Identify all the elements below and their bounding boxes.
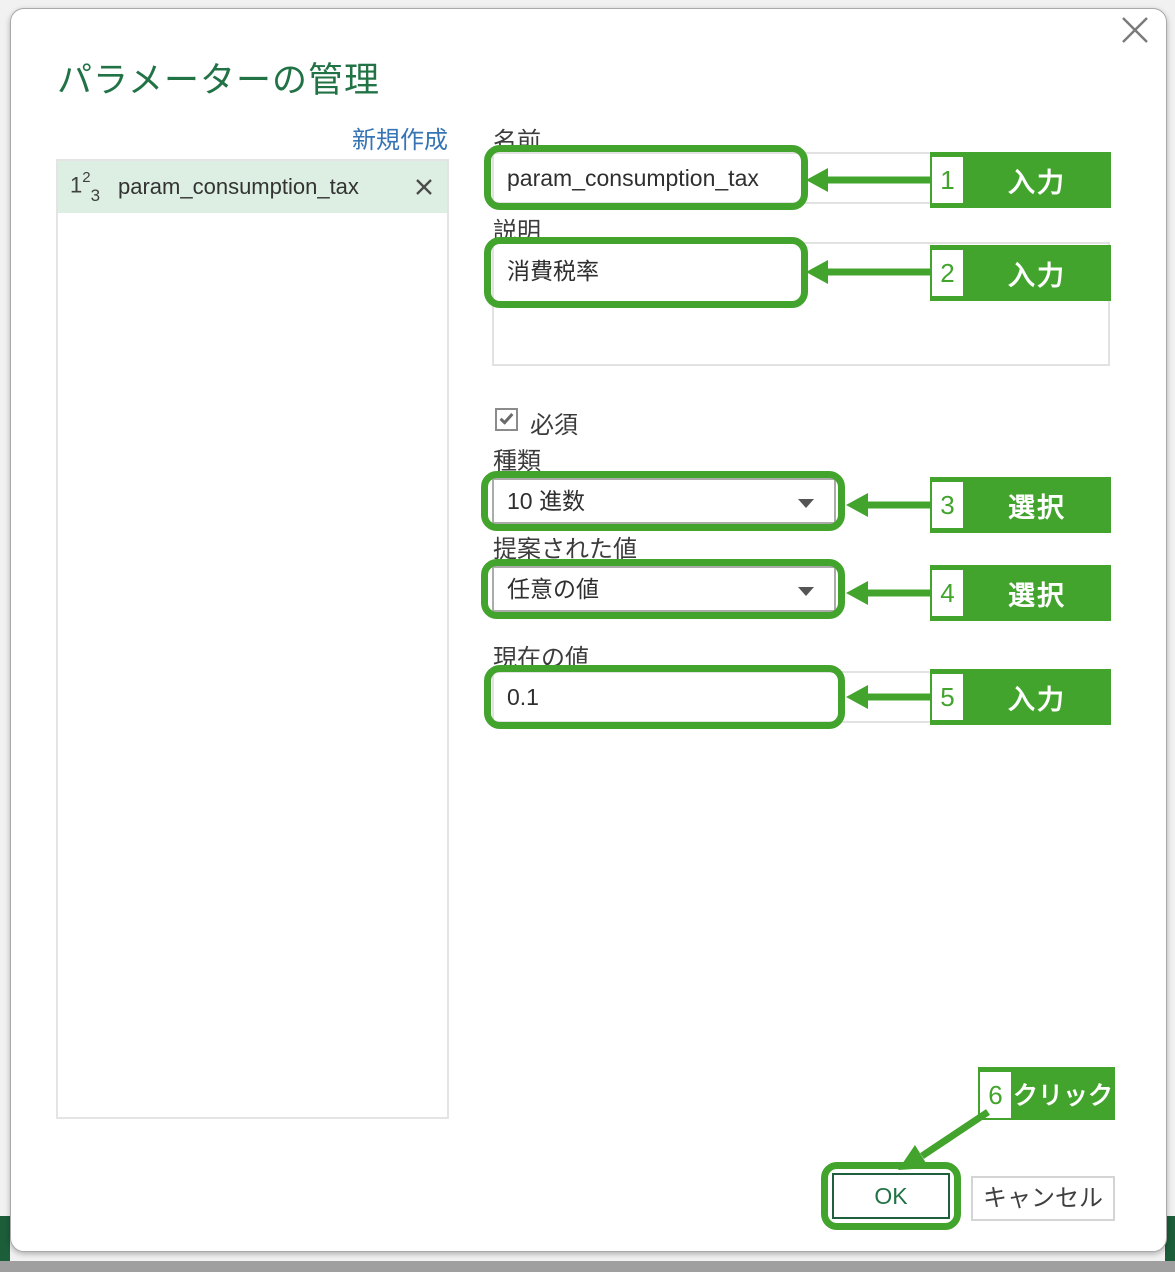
delete-x-icon — [416, 179, 432, 195]
ok-button[interactable]: OK — [832, 1173, 950, 1219]
close-icon — [1122, 17, 1148, 43]
description-label: 説明 — [493, 218, 541, 245]
decimal-number-type-icon: 123 — [70, 169, 101, 205]
parameter-name: param_consumption_tax — [118, 174, 359, 199]
chevron-down-icon — [798, 499, 814, 508]
parameter-list-item[interactable]: 123 param_consumption_tax — [58, 161, 447, 213]
suggested-values-label: 提案された値 — [493, 536, 637, 563]
step-label: 入力 — [1008, 167, 1066, 198]
step-label: 入力 — [1008, 260, 1066, 291]
step-number: 6 — [980, 1072, 1011, 1118]
step-callout-4: 4 選択 — [930, 565, 1111, 621]
step-label: クリック — [1012, 1081, 1113, 1110]
new-parameter-link[interactable]: 新規作成 — [352, 127, 448, 154]
dialog-title: パラメーターの管理 — [57, 61, 380, 100]
step-label: 選択 — [1008, 492, 1066, 523]
current-value-label: 現在の値 — [493, 645, 589, 672]
step-callout-5: 5 入力 — [930, 669, 1111, 725]
step-callout-3: 3 選択 — [930, 477, 1111, 533]
required-checkbox[interactable] — [495, 408, 518, 431]
step-callout-2: 2 入力 — [930, 245, 1111, 301]
type-dropdown-value: 10 進数 — [507, 488, 585, 514]
required-label: 必須 — [530, 412, 578, 439]
step-number: 2 — [932, 250, 963, 296]
parameter-list-panel: 123 param_consumption_tax — [56, 159, 449, 1119]
suggested-values-dropdown[interactable]: 任意の値 — [492, 566, 836, 612]
step-label: 選択 — [1008, 580, 1066, 611]
chevron-down-icon — [798, 587, 814, 596]
background-taskbar-strip — [0, 1261, 1175, 1272]
step-number: 4 — [932, 570, 963, 616]
step-callout-6: 6 クリック — [978, 1067, 1115, 1120]
step-label: 入力 — [1008, 684, 1066, 715]
check-icon — [499, 410, 514, 425]
type-label: 種類 — [493, 448, 541, 475]
step-callout-1: 1 入力 — [930, 152, 1111, 208]
delete-parameter-button[interactable] — [413, 176, 435, 198]
close-button[interactable] — [1118, 13, 1152, 47]
background-window-sliver-left — [0, 1216, 10, 1262]
step-number: 5 — [932, 674, 963, 720]
step-number: 1 — [932, 157, 963, 203]
type-dropdown[interactable]: 10 進数 — [492, 478, 836, 524]
background-window-sliver-right — [1165, 1216, 1175, 1262]
cancel-button[interactable]: キャンセル — [971, 1176, 1115, 1221]
suggested-values-dropdown-value: 任意の値 — [507, 576, 599, 602]
step-number: 3 — [932, 482, 963, 528]
name-label: 名前 — [493, 128, 541, 155]
